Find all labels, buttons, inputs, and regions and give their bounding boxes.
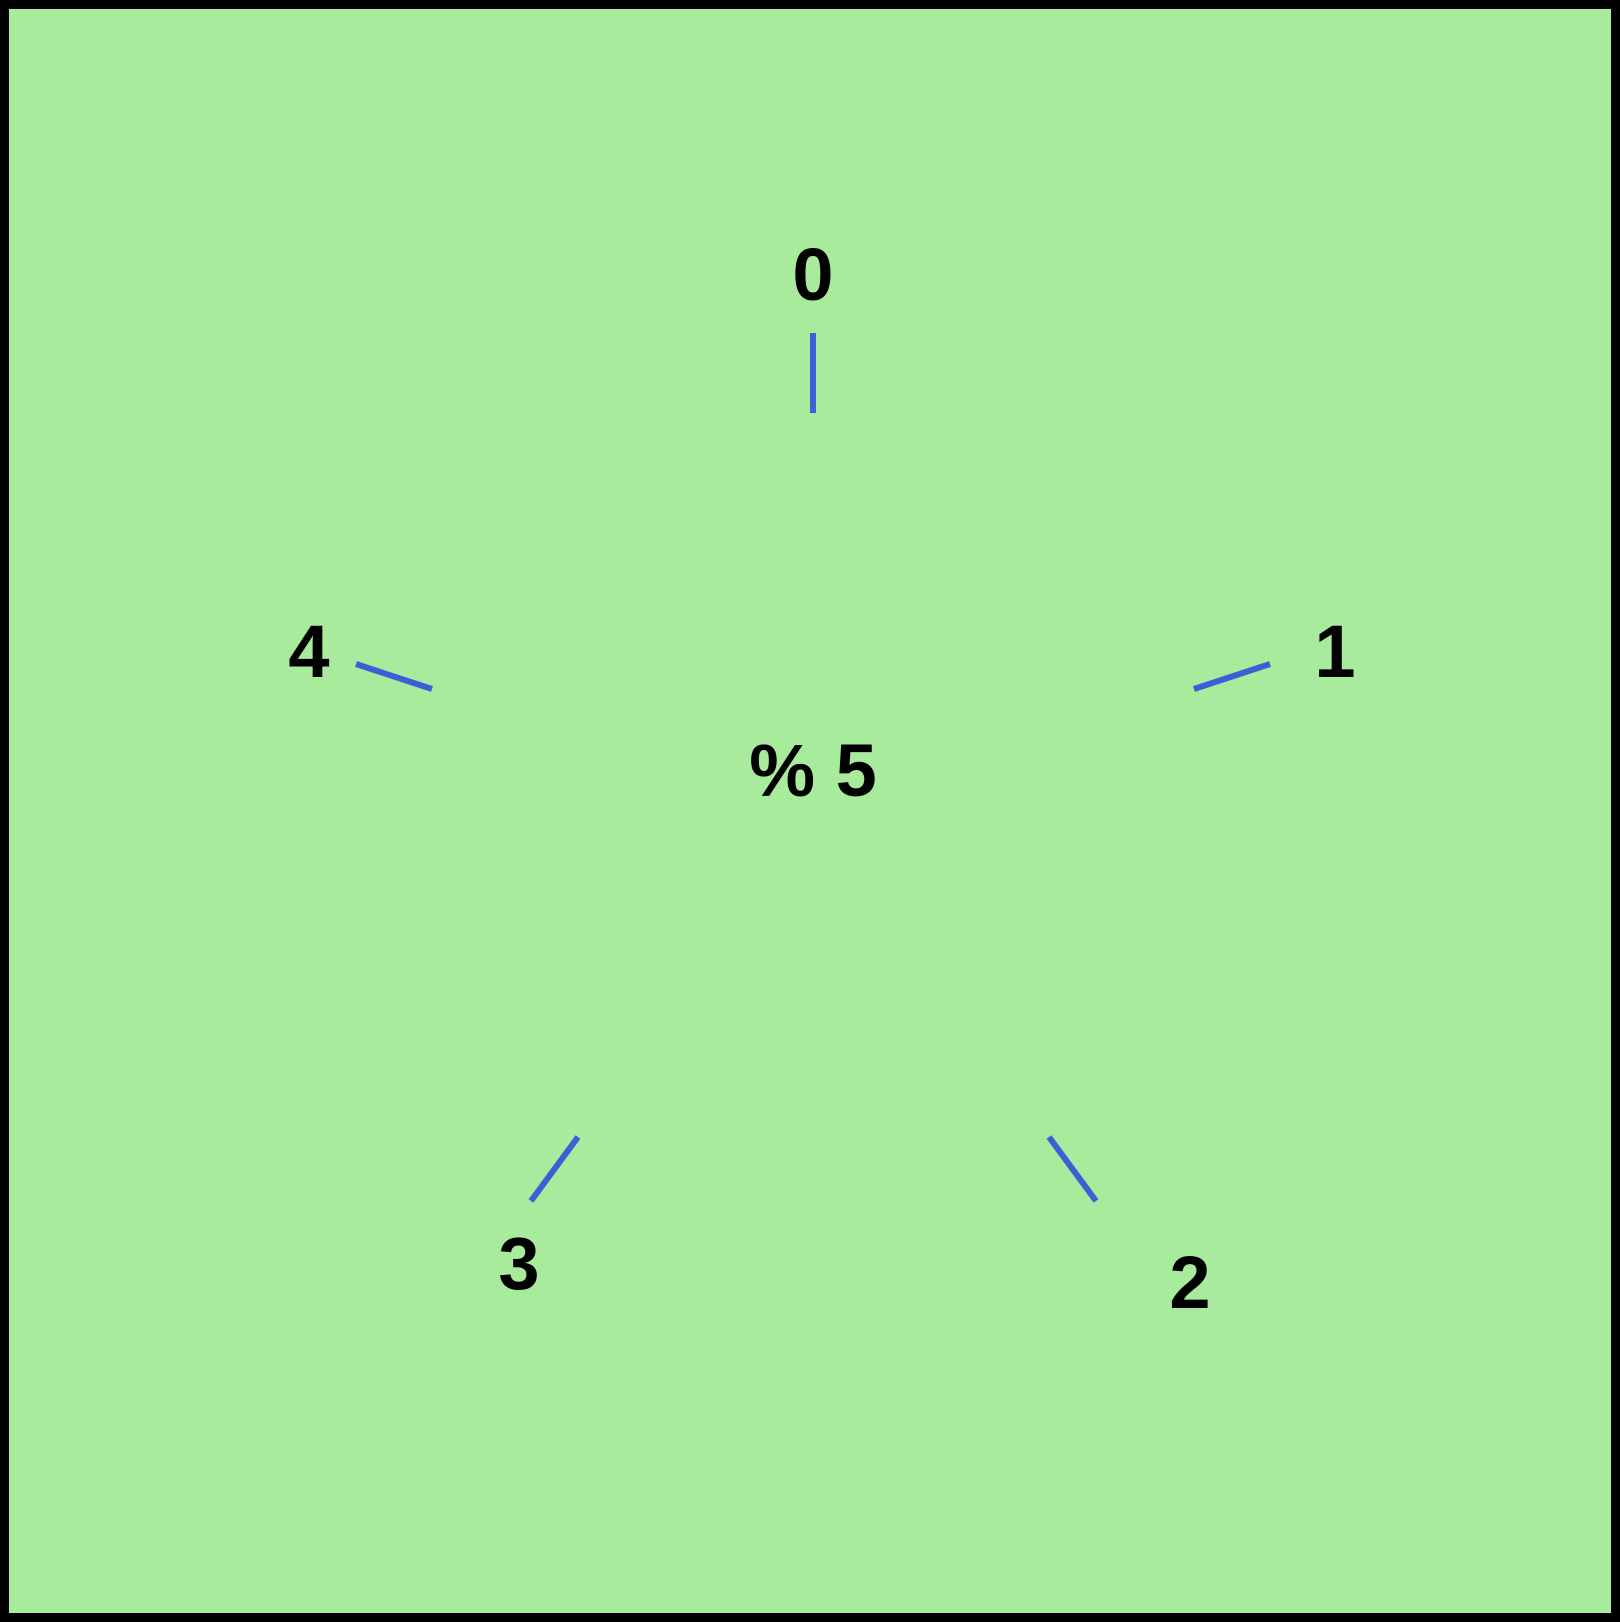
node-label-4: 4 — [288, 610, 329, 693]
node-label-2: 2 — [1169, 1241, 1210, 1324]
center-modulo-label: % 5 — [749, 729, 877, 812]
spoke-1 — [1193, 661, 1271, 692]
node-label-0: 0 — [792, 233, 833, 316]
diagram-background — [9, 9, 1611, 1613]
spoke-2 — [1046, 1135, 1099, 1203]
spoke-4 — [355, 661, 433, 692]
node-label-3: 3 — [498, 1222, 539, 1305]
node-label-1: 1 — [1314, 610, 1355, 693]
spoke-3 — [528, 1135, 581, 1203]
